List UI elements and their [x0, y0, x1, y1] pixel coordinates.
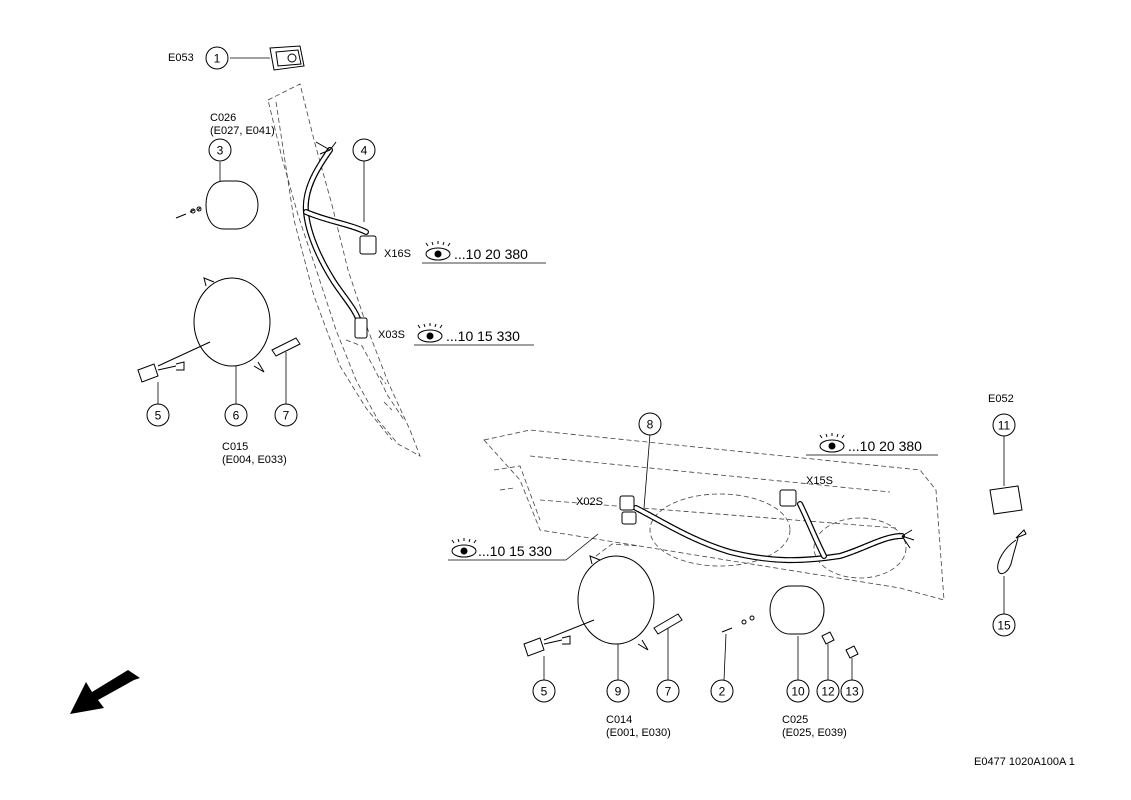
label-x16s: X16S [384, 248, 411, 260]
label-x02s: X02S [576, 496, 603, 508]
eye-icon [819, 433, 845, 453]
callout-6: 6 [224, 403, 248, 427]
label-c026: C026 [210, 112, 237, 124]
part-15-cable-tie [997, 529, 1027, 614]
label-c025: C025 [782, 714, 809, 726]
part-11-switch [989, 436, 1023, 515]
reference-x03s: ...10 15 330 [446, 328, 520, 344]
label-c015-sub: (E004, E033) [222, 454, 287, 466]
left-panel-outline [267, 83, 421, 457]
eye-icon [425, 241, 451, 261]
eye-icon [417, 323, 443, 343]
callout-5b: 5 [532, 679, 556, 703]
right-panel-outline [483, 429, 945, 601]
callout-number: 9 [615, 685, 622, 699]
part-8-harness [619, 433, 915, 564]
callout-number: 2 [719, 685, 726, 699]
callout-3: 3 [208, 138, 232, 162]
reference-x16s: ...10 20 380 [454, 246, 528, 262]
figure-id: E0477 1020A100A 1 [974, 756, 1075, 768]
callout-number: 10 [791, 685, 805, 699]
callout-4: 4 [352, 138, 376, 162]
callout-number: 6 [233, 409, 240, 423]
callout-number: 1 [214, 52, 221, 66]
callout-number: 7 [665, 685, 672, 699]
label-e052: E052 [988, 393, 1014, 405]
callout-number: 4 [361, 144, 368, 158]
callout-number: 3 [217, 144, 224, 158]
callout-5: 5 [146, 403, 170, 427]
reference-x02s: ...10 15 330 [478, 543, 552, 559]
callout-number: 5 [155, 409, 162, 423]
callout-9: 9 [606, 679, 630, 703]
callout-number: 12 [821, 685, 835, 699]
reference-leaders [414, 262, 938, 561]
part-10-lamp [721, 585, 859, 681]
callout-8: 8 [638, 412, 662, 436]
eye-icon [451, 538, 477, 558]
callout-1: 1 [205, 46, 229, 70]
callout-number: 5 [541, 685, 548, 699]
callout-number: 7 [283, 409, 290, 423]
part-4-harness [302, 141, 377, 339]
callout-12: 12 [816, 679, 840, 703]
callout-number: 13 [845, 685, 859, 699]
label-x15s: X15S [806, 475, 833, 487]
callout-15: 15 [992, 613, 1016, 637]
arrow-icon [70, 670, 140, 714]
label-c014: C014 [606, 714, 633, 726]
callout-2: 2 [710, 679, 734, 703]
label-x03s: X03S [378, 329, 405, 341]
part-3-lamp [175, 162, 259, 230]
callout-10: 10 [786, 679, 810, 703]
label-c026-sub: (E027, E041) [210, 125, 275, 137]
callout-13: 13 [840, 679, 864, 703]
label-c025-sub: (E025, E039) [782, 727, 847, 739]
label-c015: C015 [222, 441, 249, 453]
part-9-headlamp [523, 555, 683, 680]
label-e053: E053 [168, 52, 194, 64]
callout-7b: 7 [656, 679, 680, 703]
callout-number: 15 [997, 619, 1011, 633]
reference-x15s: ...10 20 380 [848, 438, 922, 454]
callout-7: 7 [274, 403, 298, 427]
part-1-switch [230, 45, 305, 71]
callout-number: 8 [647, 418, 654, 432]
callout-11: 11 [992, 413, 1016, 437]
part-6-headlamp [137, 277, 301, 404]
label-c014-sub: (E001, E030) [606, 727, 671, 739]
callout-number: 11 [998, 419, 1011, 433]
